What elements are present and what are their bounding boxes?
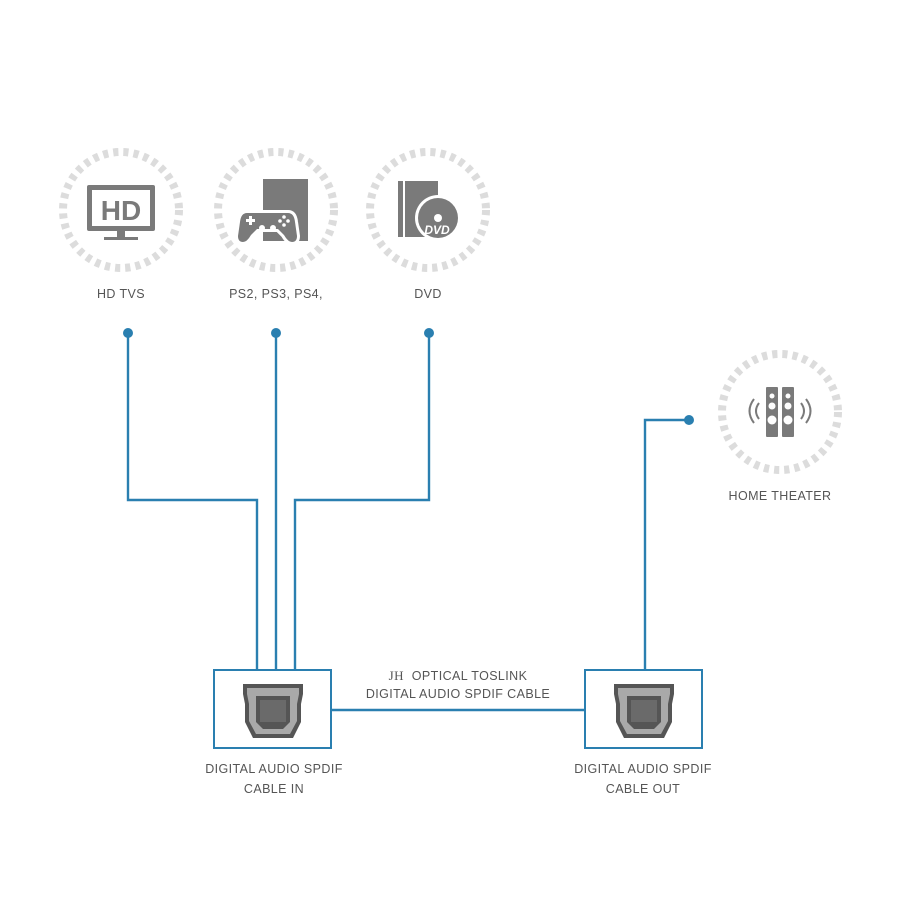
port-out-label-line2: CABLE OUT [606,782,680,796]
source-label-dvd: DVD [414,287,442,301]
wire-dvd [293,333,431,670]
port-in-label-line1: DIGITAL AUDIO SPDIF [205,762,342,776]
port-in: DIGITAL AUDIO SPDIF CABLE IN [205,669,342,796]
port-in-label-line2: CABLE IN [244,782,304,796]
port-out-label-line1: DIGITAL AUDIO SPDIF [574,762,711,776]
speakers-icon [748,387,812,437]
wire-endpoint-dvd [424,328,434,338]
dvd-ring [366,148,490,272]
cable-label-line1-group: JH OPTICAL TOSLINK [389,668,528,683]
hd-tv-icon: HD [87,185,155,240]
wire-endpoint-home-theater [684,415,694,425]
toslink-port-out-icon [614,684,674,738]
wire-hd-tvs [126,333,259,670]
dvd-icon: DVD [398,181,461,241]
cable-label-line2: DIGITAL AUDIO SPDIF CABLE [366,687,550,701]
source-dvd: DVD DVD [366,148,490,301]
destination-home-theater: HOME THEATER [718,350,842,503]
home-theater-ring [718,350,842,474]
game-console-ring [214,148,338,272]
source-game-console: PS2, PS3, PS4, [214,148,338,301]
wire-endpoint-consoles [271,328,281,338]
port-in-box [213,669,332,749]
cable-label: JH OPTICAL TOSLINK DIGITAL AUDIO SPDIF C… [366,668,550,701]
destination-label-home-theater: HOME THEATER [729,489,832,503]
hd-tv-ring [59,148,183,272]
dvd-icon-text: DVD [424,223,450,237]
game-console-icon [235,179,308,245]
source-label-hd-tvs: HD TVS [97,287,145,301]
wire-endpoint-hd-tvs [123,328,133,338]
cable-brand: JH [389,668,404,683]
wire-home-theater [643,418,689,670]
toslink-port-in-icon [243,684,303,738]
wires [123,328,694,712]
source-hd-tv: HD HD TVS [59,148,183,301]
cable-label-line1: OPTICAL TOSLINK [412,669,528,683]
hd-tv-icon-text: HD [101,195,141,226]
port-out: DIGITAL AUDIO SPDIF CABLE OUT [574,669,711,796]
source-label-consoles: PS2, PS3, PS4, [229,287,323,301]
